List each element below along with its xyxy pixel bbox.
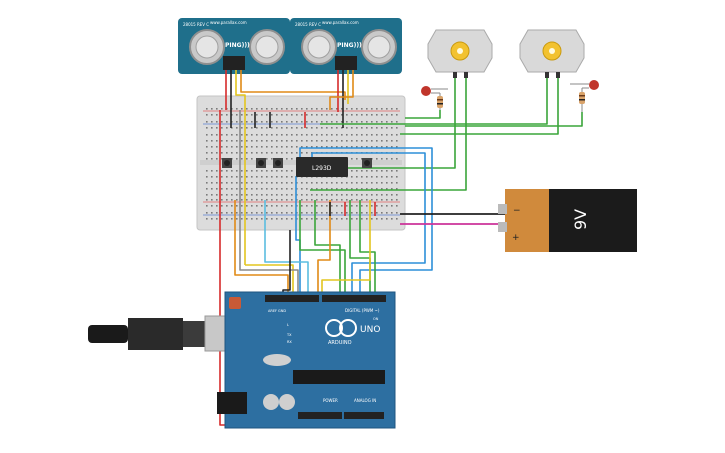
sensor-right-model: 28015 REV C: [295, 22, 321, 27]
l-label: L: [287, 323, 289, 327]
aref-label: AREF: [268, 309, 277, 313]
arduino-uno[interactable]: UNO ARDUINO DIGITAL (PWM ~) POWER ANALOG…: [217, 291, 396, 429]
pushbutton-1[interactable]: [222, 158, 232, 168]
gnd-label: GND: [278, 309, 286, 313]
led-left[interactable]: [421, 86, 448, 96]
ultrasonic-sensor-right[interactable]: PING))) 28015 REV C www.parallax.com: [290, 18, 402, 74]
arduino-brand: ARDUINO: [328, 340, 352, 346]
analog-label: ANALOG IN: [354, 398, 376, 403]
on-label: ON: [373, 317, 379, 321]
sensor-left-model: 28015 REV C: [183, 22, 209, 27]
wires: [219, 70, 583, 426]
resistor-left[interactable]: [437, 93, 443, 110]
battery-minus: −: [513, 206, 521, 216]
digital-label: DIGITAL (PWM ~): [345, 308, 380, 313]
usb-cable[interactable]: [88, 315, 242, 352]
sensor-right-vendor: www.parallax.com: [322, 20, 359, 25]
arduino-model: UNO: [360, 325, 380, 335]
tx-label: TX: [286, 333, 292, 337]
chip-label: L293D: [312, 165, 332, 172]
power-label: POWER: [323, 398, 338, 403]
rx-label: RX: [287, 340, 292, 344]
battery-label: 9V: [571, 209, 590, 230]
pushbutton-4[interactable]: [362, 158, 372, 168]
battery-9v[interactable]: − + 9V: [498, 189, 637, 252]
dc-motor-right[interactable]: [519, 29, 585, 78]
sensor-left-label: PING))): [225, 42, 250, 49]
resistor-right[interactable]: [579, 88, 585, 112]
pushbutton-2[interactable]: [256, 158, 266, 168]
pushbutton-3[interactable]: [273, 158, 283, 168]
ultrasonic-sensor-left[interactable]: PING))) 28015 REV C www.parallax.com: [178, 18, 290, 74]
sensor-left-vendor: www.parallax.com: [210, 20, 247, 25]
led-right[interactable]: [570, 80, 599, 90]
sensor-right-label: PING))): [337, 42, 362, 49]
l293d-chip[interactable]: L293D: [296, 157, 348, 177]
dc-motor-left[interactable]: [427, 29, 493, 78]
battery-plus: +: [512, 233, 520, 243]
